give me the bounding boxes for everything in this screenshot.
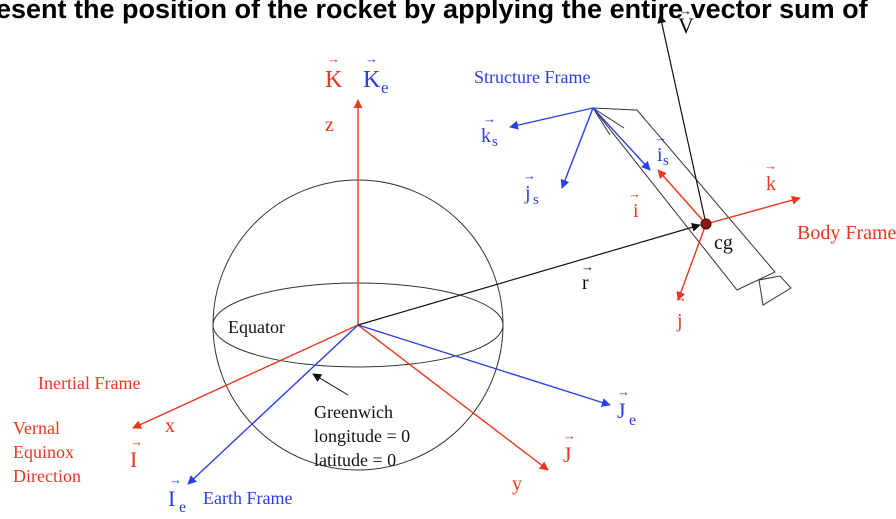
svg-text:→: → <box>628 186 641 201</box>
inertial-x-axis <box>132 324 359 429</box>
svg-text:→: → <box>365 51 378 66</box>
equator-label: Equator <box>228 317 285 337</box>
svg-text:e: e <box>179 499 186 516</box>
svg-text:j: j <box>676 310 683 332</box>
inertial-frame-label: Inertial Frame <box>38 373 140 393</box>
position-vector-r <box>357 222 701 326</box>
position-r-label: → r <box>581 259 594 294</box>
body-k-vector <box>705 195 801 225</box>
earth-ie-axis <box>187 324 359 485</box>
z-axis-label: z <box>325 114 334 136</box>
svg-text:→: → <box>764 158 777 173</box>
svg-text:s: s <box>663 153 669 169</box>
structure-js-label: → j s <box>523 168 539 208</box>
greenwich-label: Greenwich longitude = 0 latitude = 0 <box>314 402 410 470</box>
velocity-label: → V <box>678 3 694 38</box>
svg-text:→: → <box>483 111 496 126</box>
rocket <box>591 107 792 306</box>
svg-text:s: s <box>533 192 539 208</box>
svg-text:k: k <box>766 173 776 195</box>
svg-text:V: V <box>678 13 694 38</box>
svg-text:latitude = 0: latitude = 0 <box>314 450 396 470</box>
earth-frame-label: Earth Frame <box>203 488 292 508</box>
svg-text:I: I <box>168 486 175 511</box>
structure-ks-vector <box>509 107 594 130</box>
svg-text:e: e <box>629 412 636 429</box>
structure-is-label: → i s <box>654 130 669 169</box>
earth-Ke-label: → K e <box>363 51 389 97</box>
svg-text:→: → <box>563 428 576 443</box>
inertial-J-label: → J <box>563 428 576 467</box>
svg-text:i: i <box>657 144 663 166</box>
svg-text:I: I <box>130 447 137 472</box>
svg-text:J: J <box>563 442 572 467</box>
svg-text:→: → <box>169 472 182 487</box>
svg-text:→: → <box>327 51 340 66</box>
svg-text:Vernal: Vernal <box>13 418 60 438</box>
body-i-vector <box>657 169 707 225</box>
inertial-y-axis <box>357 324 549 471</box>
svg-text:s: s <box>492 134 498 150</box>
inertial-I-label: → I <box>130 434 143 472</box>
vernal-equinox-label: Vernal Equinox Direction <box>13 418 81 486</box>
svg-text:e: e <box>381 78 389 97</box>
svg-text:K: K <box>363 67 381 93</box>
y-axis-label: y <box>512 473 522 495</box>
svg-text:longitude = 0: longitude = 0 <box>314 426 410 446</box>
cg-marker <box>700 218 712 230</box>
velocity-vector <box>657 14 707 225</box>
structure-is-vector <box>592 107 651 171</box>
svg-text:J: J <box>617 398 626 423</box>
earth-Ie-label: → I e <box>168 472 186 516</box>
structure-frame-label: Structure Frame <box>474 67 590 87</box>
greenwich-pointer <box>312 373 349 396</box>
earth-Je-label: → J e <box>617 384 636 429</box>
structure-js-vector <box>560 107 594 189</box>
svg-text:r: r <box>582 272 589 294</box>
svg-text:i: i <box>633 200 639 222</box>
structure-ks-label: → k s <box>481 111 498 150</box>
page-heading-fragment: esent the position of the rocket by appl… <box>0 0 869 24</box>
body-k-label: → k <box>764 158 777 195</box>
cg-label: cg <box>714 232 733 254</box>
inertial-K-label: → K <box>325 51 343 93</box>
x-axis-label: x <box>165 415 175 437</box>
body-j-vector <box>676 223 707 301</box>
svg-text:Direction: Direction <box>13 466 81 486</box>
svg-text:→: → <box>654 130 667 145</box>
body-frame-label: Body Frame <box>797 222 896 244</box>
svg-text:Greenwich: Greenwich <box>314 402 393 422</box>
svg-text:→: → <box>581 259 594 274</box>
earth-je-axis <box>357 324 611 407</box>
body-i-label: → i <box>628 186 641 222</box>
svg-text:K: K <box>325 67 343 93</box>
svg-text:Equinox: Equinox <box>13 442 74 462</box>
svg-text:→: → <box>617 384 630 399</box>
body-j-label: → j <box>674 290 687 332</box>
svg-text:j: j <box>524 182 531 204</box>
svg-text:→: → <box>130 434 143 449</box>
svg-text:→: → <box>679 3 692 18</box>
svg-text:→: → <box>523 168 536 183</box>
svg-text:k: k <box>481 125 491 147</box>
svg-text:→: → <box>674 290 687 305</box>
